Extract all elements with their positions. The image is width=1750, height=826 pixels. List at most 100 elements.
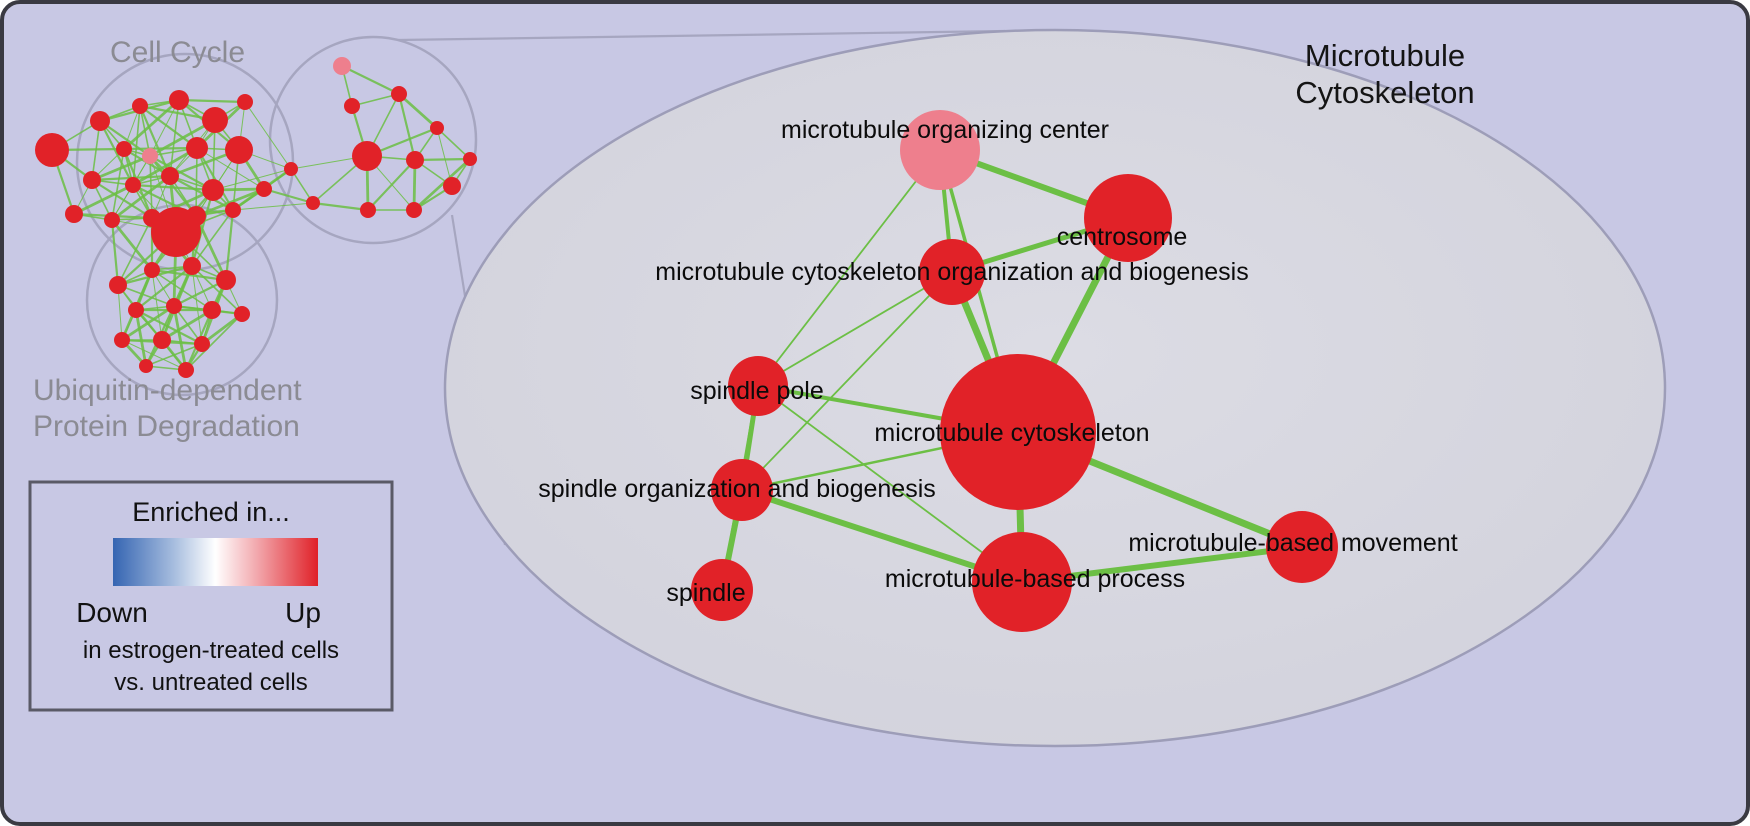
mini-node[interactable] [139,359,153,373]
mini-node[interactable] [166,298,182,314]
mini-node[interactable] [161,167,179,185]
mini-node[interactable] [234,306,250,322]
mini-edge [191,265,243,315]
mini-edge [132,183,214,192]
mini-edge [134,309,148,367]
mini-node[interactable] [406,202,422,218]
mini-node[interactable] [194,336,210,352]
legend-gradient-bar [113,538,318,586]
cluster-outline-microtubule-small [268,35,478,245]
mini-node[interactable] [406,151,424,169]
mini-node[interactable] [114,332,130,348]
mini-node[interactable] [237,94,253,110]
mini-node[interactable] [443,177,461,195]
cell-cycle-cluster-label: Cell Cycle [110,36,245,69]
mini-edge [263,187,314,205]
mini-node[interactable] [35,133,69,167]
mini-node[interactable] [203,301,221,319]
mini-node[interactable] [430,121,444,135]
mini-node[interactable] [144,262,160,278]
mini-node[interactable] [352,141,382,171]
mini-edge [185,313,243,371]
node-spindle_org_bio[interactable] [711,459,773,521]
edge-spindle_pole-mt_process [757,385,1023,583]
mini-node[interactable] [116,141,132,157]
ubiquitin-cluster-label-line2: Protein Degradation [33,410,300,443]
mini-node[interactable] [169,90,189,110]
mini-edge [145,343,203,367]
mini-node[interactable] [463,152,477,166]
mini-edge [117,217,153,286]
mini-edge [312,201,369,212]
mini-node[interactable] [104,212,120,228]
mini-edge [367,159,416,211]
mini-node[interactable] [360,202,376,218]
ubiquitin-cluster-label-line1: Ubiquitin-dependent [33,374,302,407]
main-network-nodes [691,110,1338,632]
mini-node[interactable] [284,162,298,176]
mini-node[interactable] [125,177,141,193]
mini-node[interactable] [151,207,201,257]
mini-edge [195,187,265,218]
mini-node[interactable] [256,181,272,197]
legend-caption-line2: vs. untreated cells [114,669,307,696]
mini-node[interactable] [333,57,351,75]
mini-edge [123,146,198,151]
node-mt_movement[interactable] [1266,511,1338,583]
node-label-moc: microtubule organizing center [781,116,1109,144]
mini-node[interactable] [216,270,236,290]
mini-edge [132,146,198,187]
mini-edge [110,219,154,271]
node-spindle_pole[interactable] [728,356,788,416]
node-centrosome[interactable] [1084,174,1172,262]
mini-node[interactable] [202,179,224,201]
mini-node[interactable] [186,137,208,159]
node-mt_process[interactable] [972,532,1072,632]
mini-node[interactable] [153,331,171,349]
mini-edge [194,215,228,281]
edge-mt_org_bio-spindle_org_bio [741,271,953,491]
mini-edge [172,305,188,371]
mini-edge [135,265,193,311]
mini-edge [123,98,180,151]
node-spindle[interactable] [691,559,753,621]
mini-edge [91,154,151,182]
microtubule-cytoskeleton-title-line1: Microtubule [1305,38,1465,73]
mini-node[interactable] [225,136,253,164]
mini-edge [139,105,198,149]
mini-edge [341,65,400,95]
mini-node[interactable] [142,148,158,164]
mini-node[interactable] [225,202,241,218]
mini-edge [436,127,471,160]
mini-edge [91,179,153,219]
mini-node[interactable] [65,205,83,223]
mini-node[interactable] [306,196,320,210]
legend-down-label: Down [76,597,148,628]
node-label-centrosome: centrosome [1057,223,1188,251]
node-mt_cyto[interactable] [940,354,1096,510]
mini-node[interactable] [391,86,407,102]
mini-edge [117,284,123,341]
mini-node[interactable] [90,111,110,131]
microtubule-cytoskeleton-title-line2: Cytoskeleton [1295,75,1474,110]
node-mt_org_bio[interactable] [919,239,985,305]
mini-node[interactable] [183,257,201,275]
main-network-labels: microtubule organizing centercentrosomem… [538,116,1457,607]
mini-node[interactable] [132,98,148,114]
mini-node[interactable] [109,276,127,294]
mini-edge [111,148,125,221]
legend-title: Enriched in... [132,497,290,527]
mini-node[interactable] [202,107,228,133]
mini-node[interactable] [128,302,144,318]
mini-edge [195,147,198,217]
edge-moc-spindle_pole [757,149,941,387]
mini-node[interactable] [344,98,360,114]
mini-edge [351,93,400,107]
mini-node[interactable] [178,362,194,378]
mini-edge [196,147,265,190]
mini-edge [151,269,163,341]
mini-edge [201,312,243,346]
mini-node[interactable] [83,171,101,189]
node-moc[interactable] [900,110,980,190]
